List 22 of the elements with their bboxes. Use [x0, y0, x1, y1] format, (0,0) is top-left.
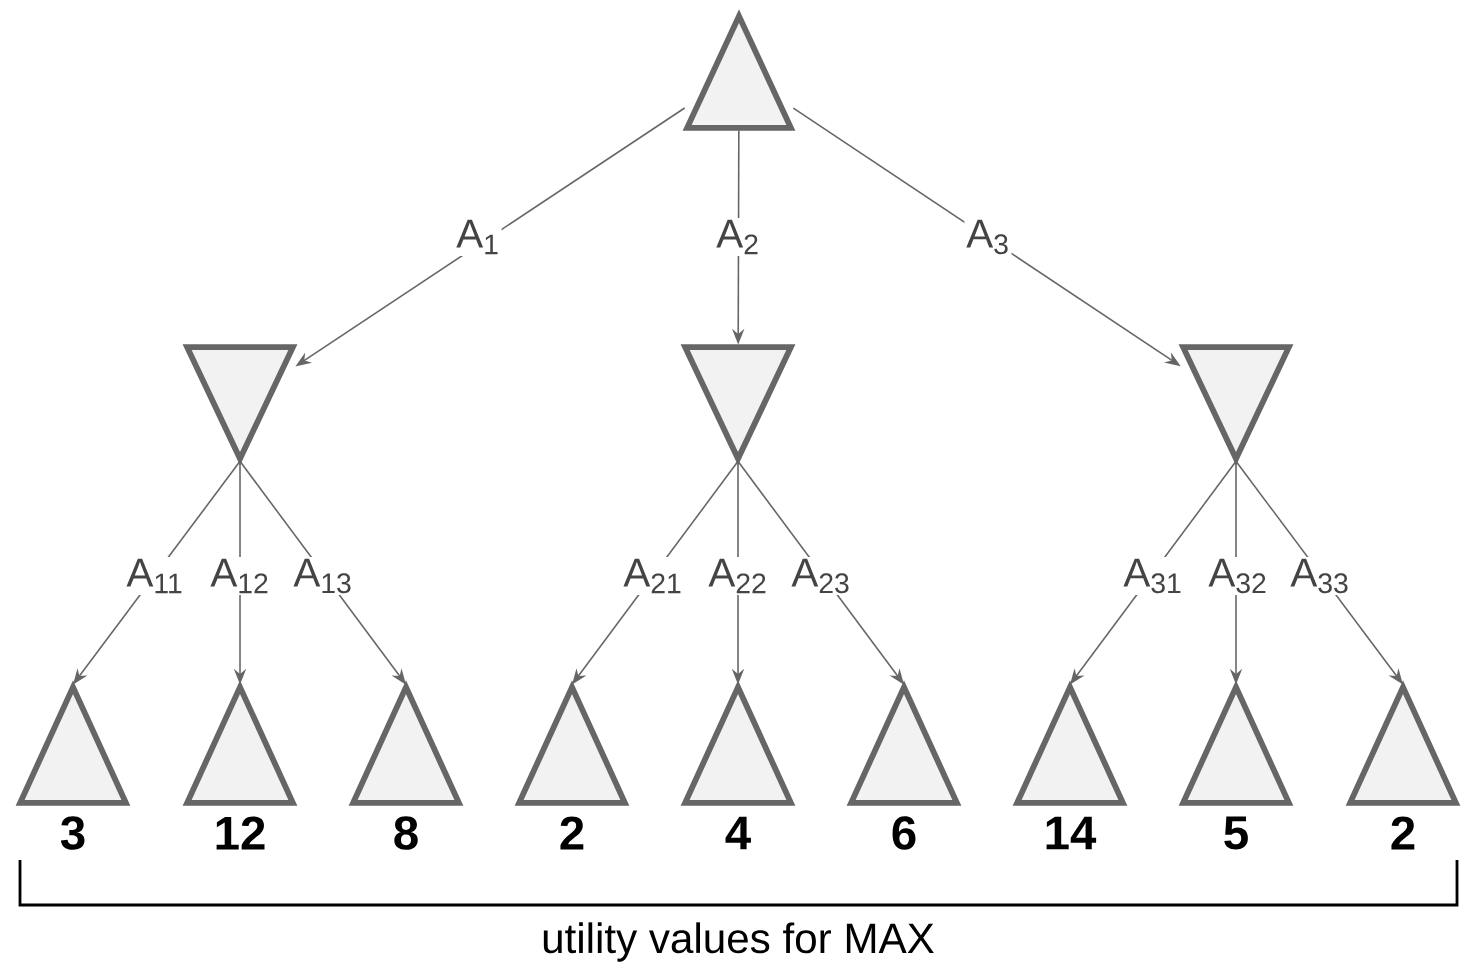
edge-label: A$_{11}$ — [124, 557, 186, 595]
value-label: 12 — [216, 816, 265, 850]
edge-label: A$_{3}$ — [964, 217, 1012, 257]
value-label: 2 — [1391, 816, 1415, 850]
edge-label: A$_{12}$ — [208, 557, 272, 595]
edge-label: A$_{22}$ — [706, 557, 770, 595]
value-label: 5 — [1224, 816, 1248, 850]
value-label: 4 — [725, 816, 751, 850]
edge-label: A$_{31}$ — [1121, 556, 1185, 596]
edge-label: A$_{33}$ — [1288, 556, 1352, 596]
edge-label: A$_{2}$ — [714, 218, 762, 256]
edge-label: A$_{21}$ — [621, 557, 685, 595]
value-label: 3 — [60, 816, 85, 850]
value-label: 2 — [560, 816, 584, 850]
value-label: 14 — [1046, 816, 1097, 850]
bracket-caption: utility values for MAX — [543, 922, 934, 962]
edge-label: A$_{32}$ — [1206, 556, 1270, 596]
edge-label: A$_{1}$ — [454, 218, 502, 256]
value-label: 8 — [394, 816, 418, 850]
value-label: 6 — [892, 816, 916, 850]
edge-label: A$_{23}$ — [789, 556, 853, 596]
edge-label: A$_{13}$ — [291, 556, 355, 596]
